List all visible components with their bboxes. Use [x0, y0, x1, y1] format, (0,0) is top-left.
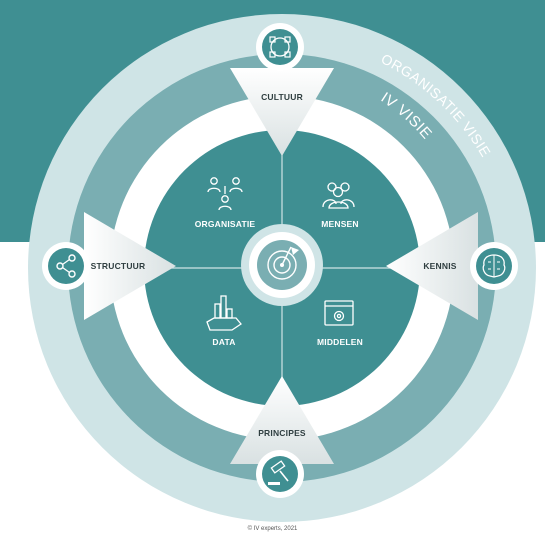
quadrant-middelen-label: MIDDELEN — [317, 337, 363, 347]
arrow-left-label: STRUCTUUR — [91, 261, 146, 271]
arrow-bottom-label: PRINCIPES — [258, 428, 306, 438]
quadrant-organisatie-label: ORGANISATIE — [195, 219, 256, 229]
target-flag-icon — [241, 224, 323, 306]
arrow-bottom: PRINCIPES — [230, 376, 334, 464]
quadrant-data: DATA — [206, 295, 242, 347]
copyright-text: © IV experts, 2021 — [247, 526, 298, 532]
handshake-cycle-icon — [256, 23, 304, 71]
share-network-icon — [42, 242, 90, 290]
quadrant-mensen-label: MENSEN — [321, 219, 359, 229]
gavel-icon — [256, 450, 304, 498]
brain-circuit-icon — [470, 242, 518, 290]
arrow-left: STRUCTUUR — [84, 212, 176, 320]
quadrant-middelen: MIDDELEN — [317, 300, 363, 347]
data-bars-hand-icon — [206, 295, 242, 331]
quadrant-organisatie: ORGANISATIE — [195, 177, 256, 229]
arrow-right: KENNIS — [386, 212, 478, 320]
org-chart-people-icon — [207, 177, 243, 211]
arrow-right-label: KENNIS — [423, 261, 456, 271]
arrow-top: CULTUUR — [230, 68, 334, 156]
quadrant-mensen: MENSEN — [321, 182, 359, 229]
browser-gear-icon — [324, 300, 354, 326]
arrow-top-label: CULTUUR — [261, 92, 303, 102]
quadrant-data-label: DATA — [212, 337, 235, 347]
group-people-icon — [322, 182, 355, 209]
